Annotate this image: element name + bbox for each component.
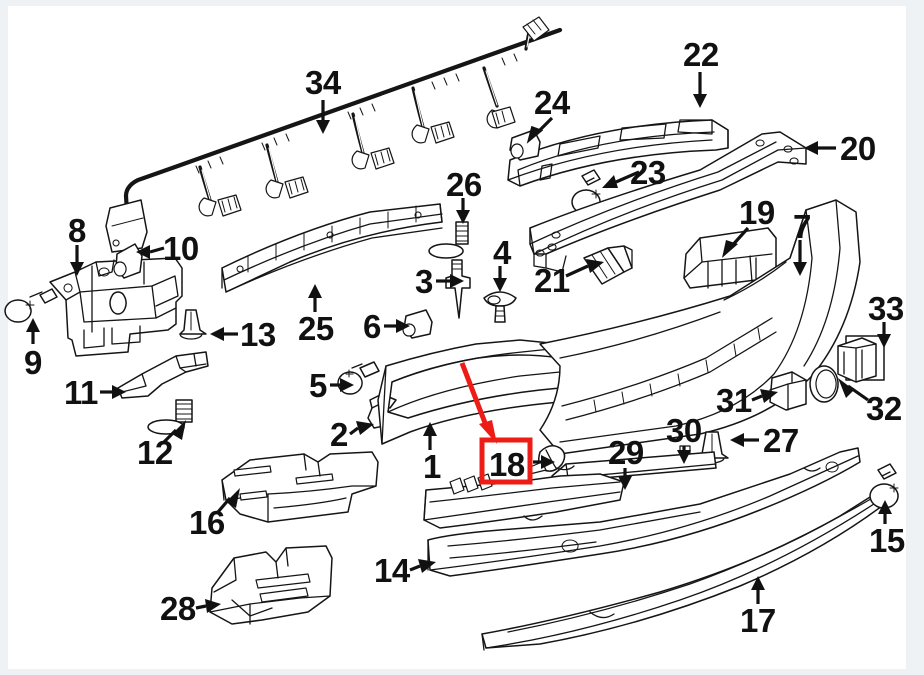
part-6-nut-clip [402,309,433,339]
callout-label-3: 3 [415,263,433,300]
callout-label-25: 25 [298,310,334,347]
part-3-push-pin-retainer [445,259,471,319]
callout-labels: 34 22 24 20 23 26 19 7 8 10 4 3 21 33 13… [24,36,905,639]
part-31-sensor-retainer [769,371,807,411]
part-12-push-pin [147,399,193,435]
part-1-bumper-cover [377,199,861,455]
callout-label-15: 15 [869,522,905,559]
callout-label-33: 33 [868,290,904,327]
callout-label-20: 20 [840,130,876,167]
callout-label-28: 28 [160,590,196,627]
callout-label-9: 9 [24,344,42,381]
callout-label-29: 29 [608,434,644,471]
part-32-sensor-ring [809,365,839,403]
callout-label-5: 5 [309,367,327,404]
callout-label-17: 17 [740,602,776,639]
part-8-side-bracket [49,257,183,357]
callout-label-10: 10 [163,230,199,267]
callout-label-23: 23 [630,154,666,191]
callout-label-12: 12 [137,434,173,471]
callout-label-6: 6 [363,308,381,345]
callout-label-7: 7 [793,208,811,245]
part-28-guide-bracket-lower [209,545,333,625]
callout-label-22: 22 [683,36,719,73]
part-11-guide-rail [117,351,209,399]
part-4-push-rivet [483,291,517,323]
callout-label-16: 16 [189,504,225,541]
part-10-nut-clip [113,243,143,279]
callout-label-14: 14 [374,552,411,589]
part-15-screw [869,463,899,509]
callout-label-31: 31 [716,382,752,419]
highlight-annotation-18 [459,362,533,485]
callout-label-8: 8 [68,212,86,249]
callout-label-1: 1 [423,448,441,485]
leader-lines [26,72,892,613]
part-25-energy-absorber [221,203,443,293]
callout-label-21: 21 [534,262,570,299]
part-14-valance-left [427,447,861,577]
callout-label-11: 11 [64,374,98,411]
part-16-guide-bracket [221,451,379,523]
callout-label-34: 34 [305,64,342,101]
callout-label-32: 32 [866,390,902,427]
part-34-wiring-harness [105,16,563,253]
part-21-hex-bolt [583,245,633,285]
callout-label-30: 30 [666,412,702,449]
part-9-screw [4,288,58,323]
part-20-reinforcement-beam [529,131,807,273]
callout-label-19: 19 [739,194,775,231]
part-13-expansion-nut [179,309,207,340]
part-22-upper-rail [507,119,729,187]
callout-label-4: 4 [493,234,512,271]
callout-label-18: 18 [489,446,525,483]
part-33-tow-bracket [837,335,885,383]
callout-label-27: 27 [763,422,799,459]
callout-label-26: 26 [446,166,482,203]
callout-label-2: 2 [330,416,348,453]
callout-label-13: 13 [240,316,276,353]
callout-label-24: 24 [534,84,571,121]
part-26-expansion-pin [428,221,469,259]
